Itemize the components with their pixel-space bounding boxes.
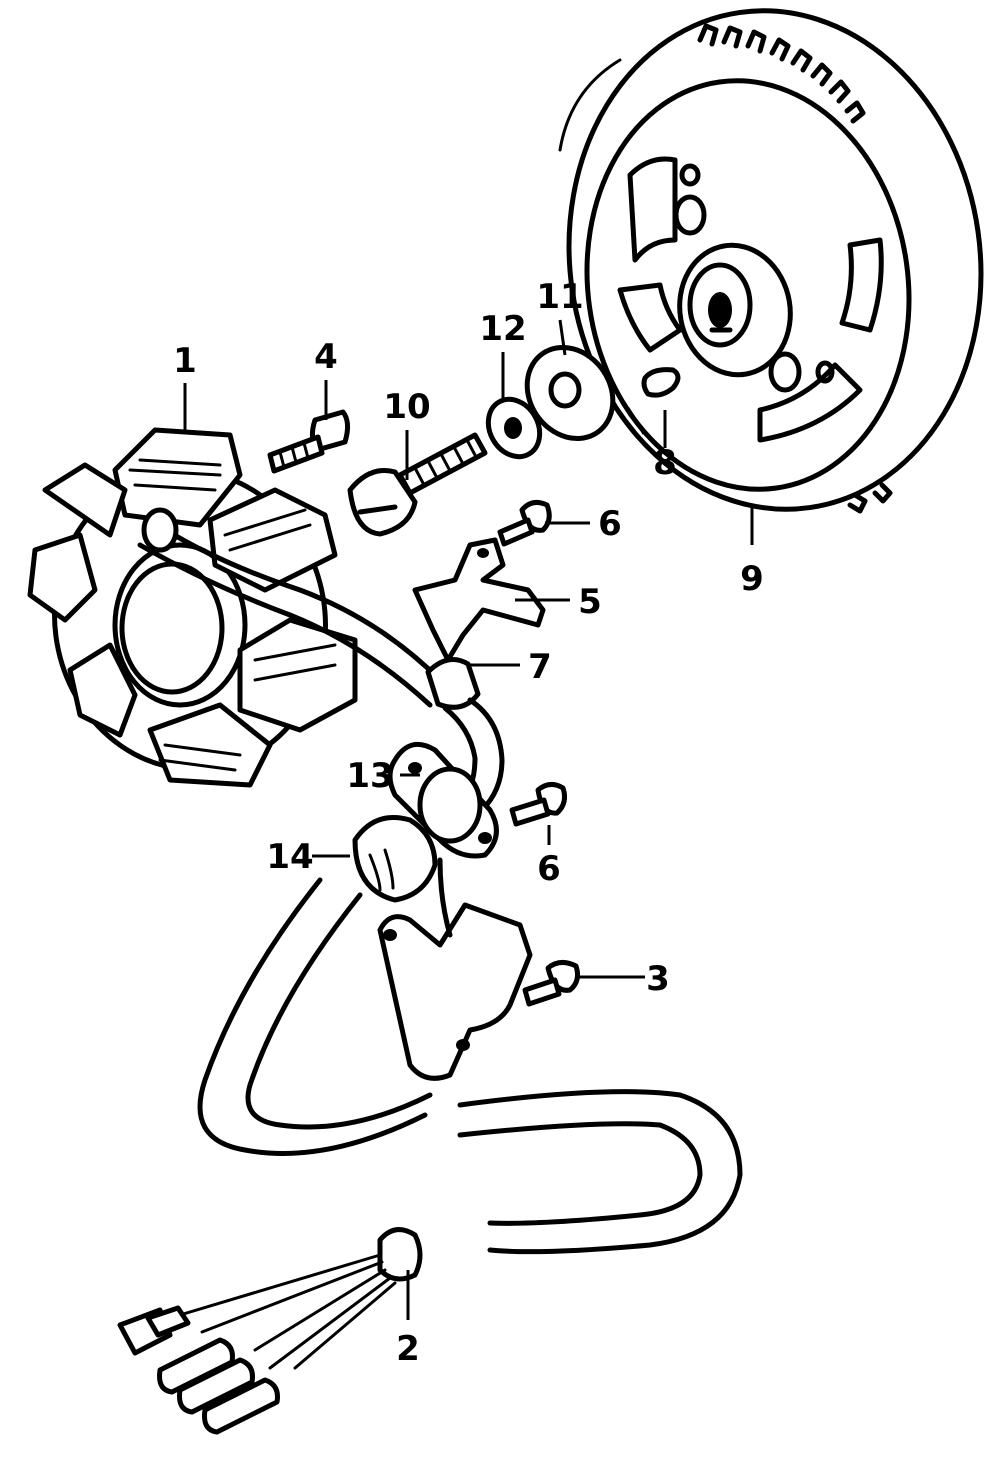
grommet-part-14 (352, 815, 438, 903)
flywheel-part-9 (558, 8, 984, 514)
bolt-part-10 (347, 432, 488, 537)
screw-part-6-lower (509, 782, 567, 827)
callout-8: 8 (653, 443, 677, 483)
callout-7: 7 (528, 647, 552, 687)
callout-1: 1 (173, 341, 197, 381)
callout-6-upper: 6 (598, 504, 622, 544)
callout-6-lower: 6 (537, 849, 561, 889)
callout-labels: 1 4 10 12 11 8 9 6 5 7 13 14 6 3 2 (173, 277, 764, 1369)
callout-3: 3 (646, 959, 670, 999)
callout-12: 12 (479, 309, 526, 349)
callout-10: 10 (383, 387, 430, 427)
callout-2: 2 (396, 1329, 420, 1369)
grommet-plate-part-13 (387, 741, 499, 859)
nut-part-12 (485, 396, 543, 460)
callout-5: 5 (578, 582, 602, 622)
wire-harness-part-2 (117, 877, 743, 1435)
stator-part-1 (27, 427, 443, 788)
callout-14: 14 (266, 837, 313, 877)
washer-part-11 (524, 344, 616, 442)
leader-lines (183, 319, 754, 1320)
pulser-bracket (377, 857, 533, 1081)
callout-11: 11 (536, 277, 583, 317)
screw-part-6-upper (497, 499, 552, 547)
callout-4: 4 (314, 337, 338, 377)
key-part-8 (626, 367, 681, 435)
callout-9: 9 (740, 559, 764, 599)
callout-13: 13 (346, 756, 393, 796)
screw-part-3 (522, 960, 580, 1007)
screw-part-4 (267, 409, 351, 474)
